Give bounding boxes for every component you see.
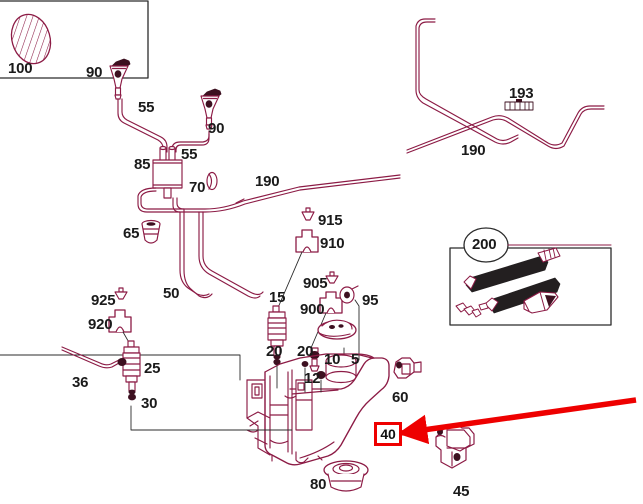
highlight-arrow [397, 397, 637, 445]
grommet-65 [141, 219, 161, 244]
callout-90-left: 90 [86, 64, 103, 81]
grommet-20-left [273, 358, 281, 366]
hose-190-top-right [406, 18, 605, 154]
hose-190-left [137, 174, 401, 213]
callout-193: 193 [509, 85, 534, 102]
callout-20-right: 20 [297, 343, 314, 360]
callout-55-upper: 55 [138, 99, 155, 116]
level-sensor-10 [309, 347, 320, 372]
callout-15: 15 [269, 289, 286, 306]
callout-55-lower: 55 [181, 146, 198, 163]
callout-925: 925 [91, 292, 116, 309]
seal-12 [316, 371, 326, 379]
callout-900: 900 [300, 301, 325, 318]
callout-90-right: 90 [208, 120, 225, 137]
leader-95-to-tank [354, 299, 360, 361]
fastener-905 [325, 271, 339, 284]
hose-55-upper [117, 98, 168, 153]
fastener-915 [301, 207, 315, 221]
grommet-20-right [301, 361, 309, 367]
nozzle-90-left [109, 58, 131, 100]
callout-36: 36 [72, 374, 89, 391]
callout-915: 915 [318, 212, 343, 229]
bracket-45 [435, 423, 475, 469]
leader-910-to-pump [276, 251, 303, 311]
callout-190-left: 190 [255, 173, 280, 190]
callout-25: 25 [144, 360, 161, 377]
callout-12: 12 [304, 370, 321, 387]
pump-15 [267, 305, 287, 360]
callout-65: 65 [123, 225, 140, 242]
reservoir-tank-40 [246, 353, 390, 466]
hose-50-routing [172, 197, 264, 299]
callout-905: 905 [303, 275, 328, 292]
callout-190-top: 190 [461, 142, 486, 159]
bracket-910 [295, 229, 319, 253]
callout-70: 70 [189, 179, 206, 196]
seal-95 [339, 285, 359, 304]
callout-30: 30 [141, 395, 158, 412]
callout-85: 85 [134, 156, 151, 173]
callout-45: 45 [453, 483, 470, 500]
inset-box-100-frame [0, 0, 149, 79]
bracket-900 [319, 291, 343, 314]
nozzle-90-right [200, 88, 222, 130]
hose-kit-200-contents [455, 247, 561, 318]
hose-clip-70 [206, 171, 218, 191]
suction-hose-36 [61, 346, 127, 369]
drain-plug-80 [323, 460, 369, 492]
callout-80: 80 [310, 476, 327, 493]
filler-cap-5 [317, 319, 357, 340]
grommet-30 [128, 393, 136, 401]
callout-200: 200 [472, 236, 497, 253]
hose-55-lower [171, 130, 210, 153]
callout-20-left: 20 [266, 343, 283, 360]
seal-100-oval [10, 13, 52, 65]
callout-920: 920 [88, 316, 113, 333]
headlamp-washer-pump-25 [122, 340, 141, 395]
callout-910: 910 [320, 235, 345, 252]
highlighted-part-40[interactable]: 40 [374, 422, 402, 446]
fastener-925 [114, 287, 128, 300]
callout-95: 95 [362, 292, 379, 309]
callout-100: 100 [8, 60, 33, 77]
connector-193 [504, 99, 534, 111]
callout-10: 10 [324, 351, 341, 368]
callout-60: 60 [392, 389, 409, 406]
inset-box-200-frame [449, 227, 612, 326]
bracket-920 [108, 309, 132, 333]
clip-60 [393, 357, 422, 379]
callout-50: 50 [163, 285, 180, 302]
distributor-85 [152, 145, 183, 199]
callout-5: 5 [351, 351, 360, 368]
